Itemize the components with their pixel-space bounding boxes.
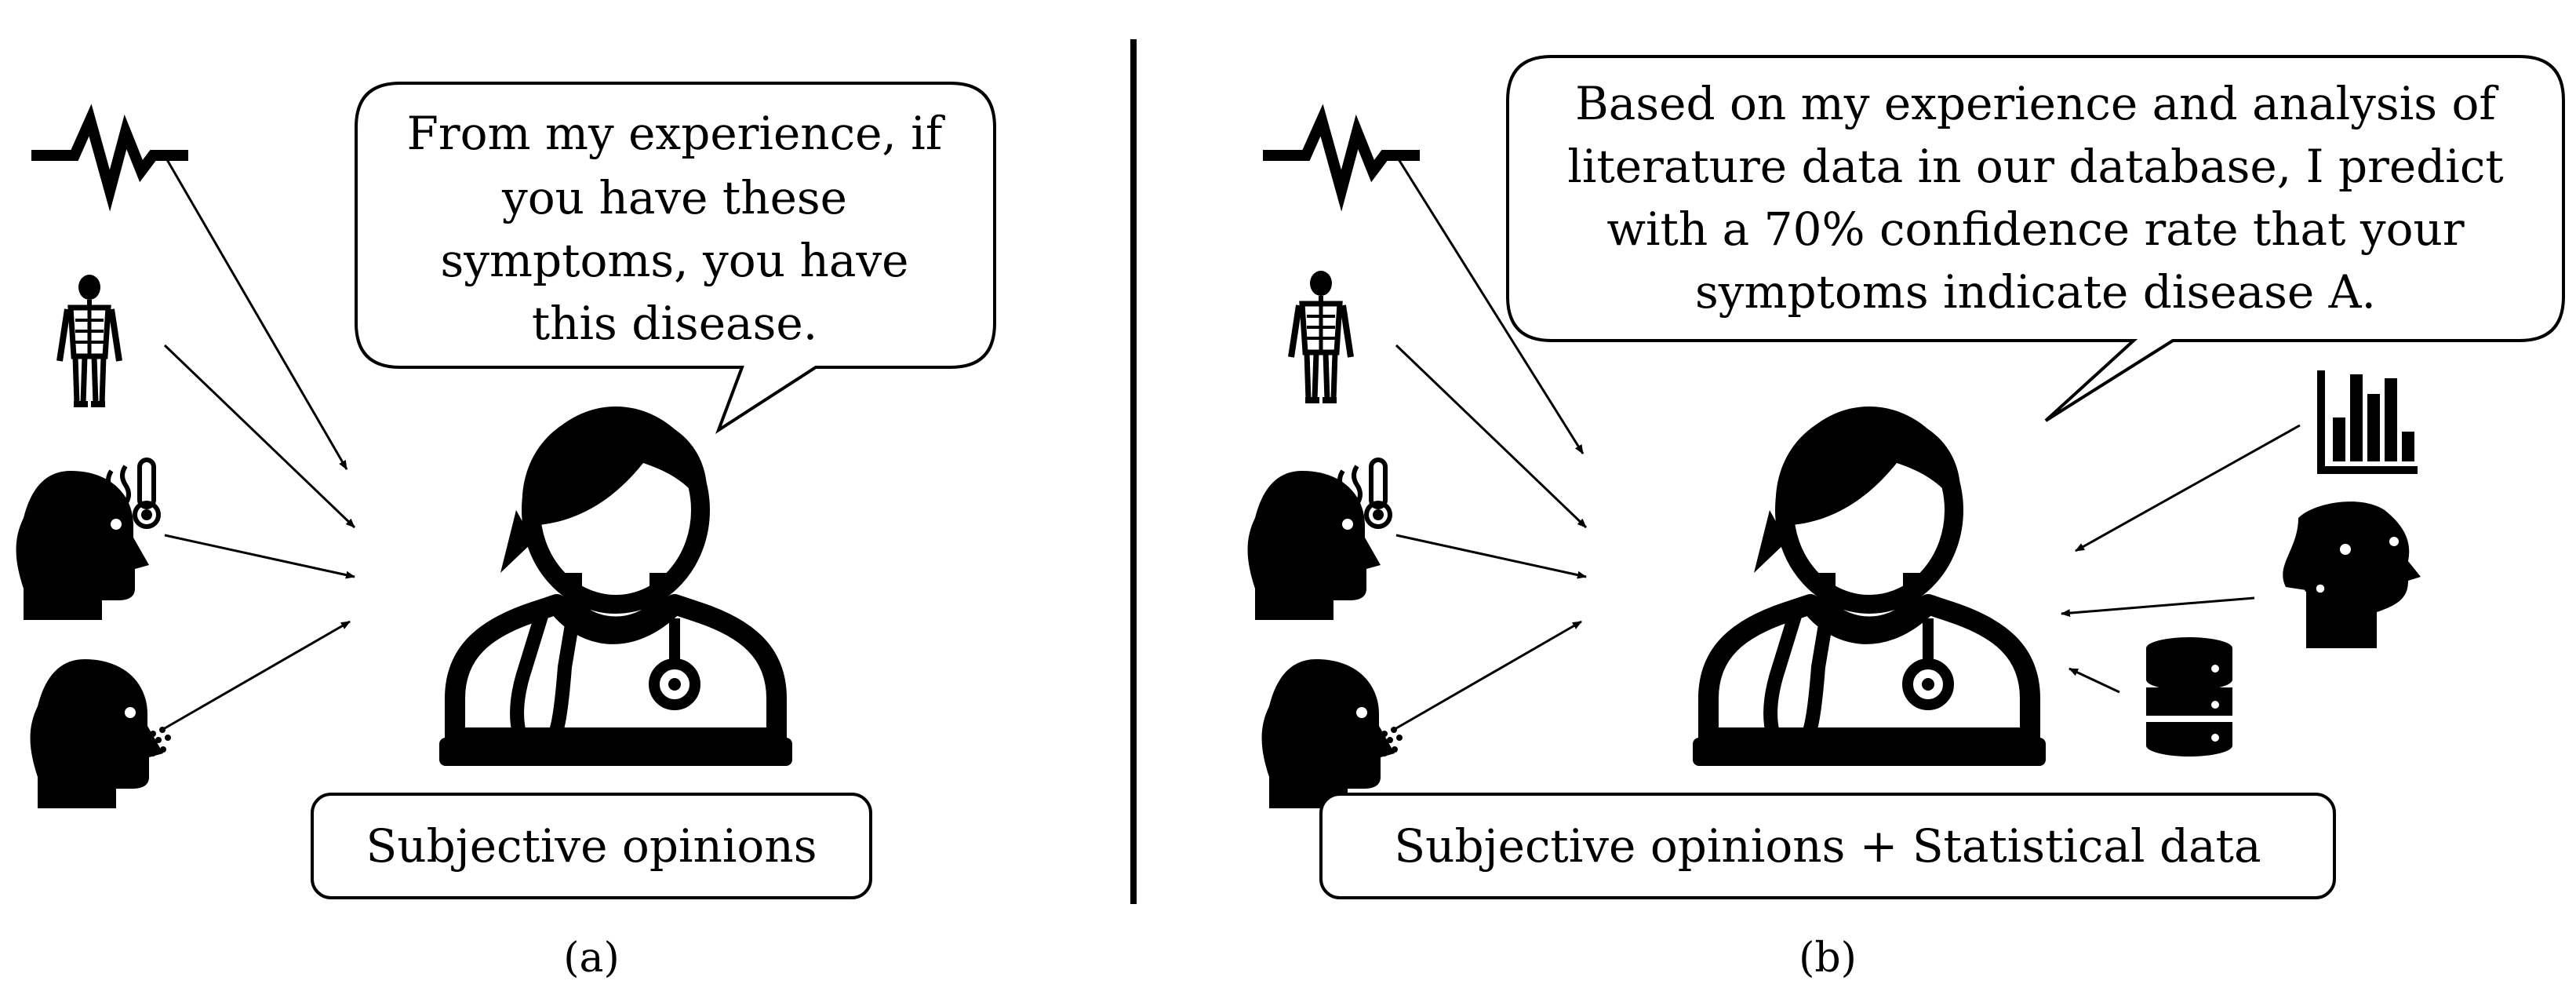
panel-a: From my experience, if you have these sy… — [16, 82, 996, 982]
label-box — [311, 793, 872, 899]
speech-bubble — [355, 82, 996, 434]
arrow-skeleton — [163, 344, 356, 529]
arrow-breath — [164, 620, 351, 730]
breath-head-icon — [30, 659, 171, 808]
breath-head-icon — [1261, 659, 1403, 808]
skeleton-icon — [1291, 271, 1351, 400]
bar-chart-icon — [2317, 370, 2418, 474]
arrow-fever — [164, 534, 355, 579]
caption-a: (a) — [563, 935, 620, 982]
speech-line: symptoms, you have — [440, 234, 908, 287]
arrow-heartbeat — [1393, 152, 1585, 454]
speech-line: literature data in our database, I predi… — [1567, 140, 2503, 193]
skeleton-icon — [60, 275, 119, 404]
speech-line: symptoms indicate disease A. — [1695, 265, 2376, 319]
doctor-icon — [1693, 410, 2046, 766]
speech-line: this disease. — [532, 297, 817, 350]
fever-head-icon — [1247, 458, 1392, 620]
brain-gears-icon — [2283, 501, 2421, 648]
arrow-heartbeat — [162, 152, 348, 470]
speech-line: you have these — [501, 171, 847, 224]
arrow-chart — [2075, 424, 2301, 552]
label-subjective-statistical: Subjective opinions + Statistical data — [1394, 819, 2261, 873]
speech-line: with a 70% confidence rate that your — [1606, 202, 2465, 256]
speech-line: Based on my experience and analysis of — [1575, 77, 2498, 130]
speech-line: From my experience, if — [407, 107, 945, 160]
label-box — [1319, 793, 2336, 899]
arrow-breath — [1395, 620, 1582, 730]
panel-b: Based on my experience and analysis of l… — [1247, 55, 2565, 982]
arrow-fever — [1395, 534, 1587, 579]
caption-b: (b) — [1799, 935, 1857, 982]
label-subjective: Subjective opinions — [366, 819, 817, 873]
fever-head-icon — [16, 458, 161, 620]
arrow-database — [2068, 667, 2120, 694]
doctor-icon — [439, 410, 792, 766]
arrow-brain — [2061, 596, 2255, 618]
speech-bubble — [1506, 55, 2565, 422]
arrow-skeleton — [1395, 344, 1588, 529]
database-icon — [2146, 637, 2232, 757]
